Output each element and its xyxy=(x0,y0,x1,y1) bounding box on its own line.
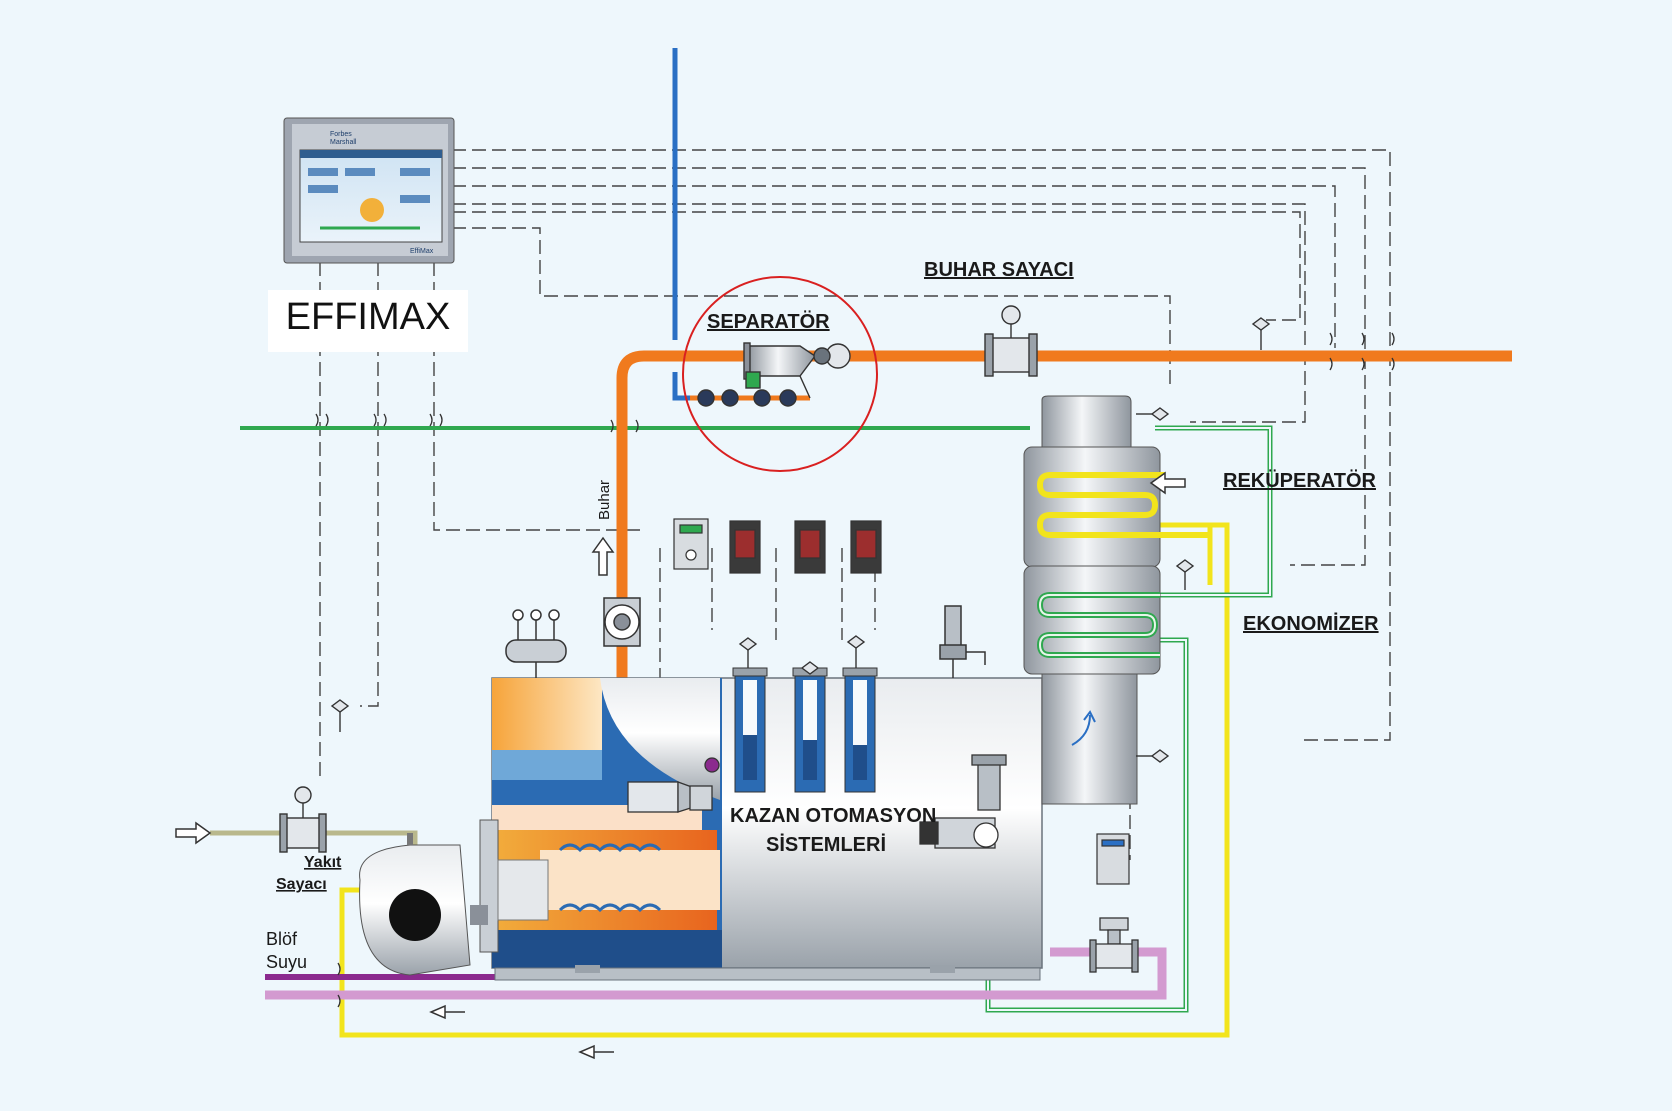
economizer-label: EKONOMİZER xyxy=(1243,612,1379,635)
blowdown-label-line2: Suyu xyxy=(266,952,307,972)
drain-control-valve xyxy=(1089,917,1139,973)
feedwater-valve xyxy=(919,754,1007,849)
burner xyxy=(359,819,549,976)
control-panels xyxy=(673,518,1130,885)
hot-loop-pipe xyxy=(339,522,1230,1038)
fuel-meter xyxy=(279,786,327,853)
separator-label: SEPARATÖR xyxy=(707,310,830,333)
flow-arrows xyxy=(175,471,1186,1060)
automation-label-line1: KAZAN OTOMASYON xyxy=(730,805,936,827)
hmi-product-label: EffiMax xyxy=(410,248,434,255)
blowdown-valve xyxy=(627,757,720,813)
steam-outlet-valve xyxy=(603,597,641,647)
automation-label-line2: SİSTEMLERİ xyxy=(766,833,886,856)
fuel-meter-label-line2: Sayacı xyxy=(276,876,327,893)
effimax-label: EFFIMAX xyxy=(285,296,451,338)
effimax-label-box xyxy=(268,290,468,352)
steam-riser-label: Buhar xyxy=(596,480,613,520)
temperature-sensors xyxy=(330,317,1271,763)
stack xyxy=(1023,395,1210,805)
hmi-brand-line2: Marshall xyxy=(330,139,357,146)
steam-meter-label: BUHAR SAYACI xyxy=(924,259,1074,281)
pipe-break-marks xyxy=(315,332,1395,1008)
hmi-brand-line1: Forbes xyxy=(330,131,352,138)
effimax-hmi: Forbes Marshall EffiMax xyxy=(283,117,455,264)
steam-pipe xyxy=(616,350,1512,678)
blowdown-label-line1: Blöf xyxy=(266,929,298,949)
drum-fittings xyxy=(505,605,986,678)
recuperator-label: REKÜPERATÖR xyxy=(1223,469,1377,492)
level-gauges xyxy=(732,667,878,793)
separator xyxy=(690,342,851,407)
fuel-meter-label-line1: Yakıt xyxy=(304,854,342,871)
steam-meter xyxy=(984,305,1038,377)
separator-highlight-circle xyxy=(682,276,878,472)
